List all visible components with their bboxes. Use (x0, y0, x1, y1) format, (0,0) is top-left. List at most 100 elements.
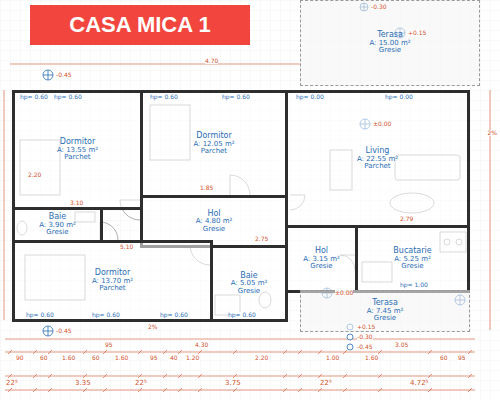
dimension-tick (178, 388, 182, 392)
dimension-tick (33, 350, 37, 354)
dimension-tick (8, 388, 12, 392)
room-area: A: 7.45 m² (367, 308, 404, 315)
dimension: 2.75 (255, 236, 268, 242)
room-area: A: 12.05 m² (193, 141, 234, 148)
dimension: 95 (150, 355, 158, 361)
dimension-tick (468, 374, 472, 378)
dimension-tick (318, 374, 322, 378)
dimension-tick (378, 350, 382, 354)
room-name: Dormitor (60, 138, 96, 146)
dimension-tick (283, 374, 287, 378)
dimension: 1.60 (365, 355, 378, 361)
room-area: A: 15.00 m² (369, 40, 410, 47)
room-area: A: 13.70 m² (92, 278, 133, 285)
sill-height: hp= 0.60 (54, 94, 82, 100)
room: DormitorA: 13.55 m²Parchet (12, 90, 143, 210)
room-name: Terasa (377, 31, 403, 39)
dimension-tick (163, 350, 167, 354)
dimension-tick (103, 350, 107, 354)
dimension: 95 (458, 355, 466, 361)
dimension: 4.72⁵ (410, 380, 428, 387)
dimension-tick (283, 350, 287, 354)
dimension-tick (198, 350, 202, 354)
dimension-tick (233, 374, 237, 378)
room: HolA: 3.15 m²Gresie (285, 225, 358, 293)
dimension: 1.60 (62, 355, 75, 361)
room: DormitorA: 12.05 m²Parchet (140, 90, 288, 198)
dimension-tick (48, 350, 52, 354)
dimension: 1.85 (200, 185, 213, 191)
dimension: 60 (40, 355, 48, 361)
dimension-tick (178, 350, 182, 354)
dimension: 2.20 (255, 355, 268, 361)
dimension-tick (283, 388, 287, 392)
room-area: A: 5.25 m² (394, 256, 431, 263)
dimension: 4.70 (205, 58, 218, 64)
sill-height: hp= 0.00 (296, 94, 324, 100)
room-area: A: 3.90 m² (39, 222, 76, 229)
dimension-tick (468, 388, 472, 392)
dimension-tick (198, 388, 202, 392)
level-mark: -0.30 (357, 334, 373, 340)
floor-finish: Parchet (201, 148, 227, 155)
room: BaieA: 5.05 m²Gresie (210, 245, 288, 322)
room-name: Baie (240, 272, 258, 280)
sill-height: hp= 0.60 (160, 312, 188, 318)
floor-finish: Gresie (238, 288, 260, 295)
dimension-tick (378, 374, 382, 378)
dimension-tick (298, 374, 302, 378)
dimension-tick (318, 350, 322, 354)
dimension: 3.10 (70, 200, 83, 206)
level-mark: -0.45 (357, 344, 373, 350)
dimension-tick (198, 374, 202, 378)
dimension-tick (343, 374, 347, 378)
dimension-tick (298, 350, 302, 354)
sill-height: hp= 0.60 (150, 94, 178, 100)
room-name: Hol (207, 210, 220, 218)
dimension: 2.20 (28, 172, 41, 178)
sill-height: hp= 1.00 (400, 282, 428, 288)
room-name: Baie (49, 213, 67, 221)
dimension-tick (428, 388, 432, 392)
room: LivingA: 22.55 m²Parchet (285, 90, 470, 228)
dimension-tick (428, 374, 432, 378)
dimension-tick (103, 374, 107, 378)
room-name: Dormitor (196, 132, 232, 140)
dimension-tick (83, 350, 87, 354)
dimension-tick (233, 350, 237, 354)
room-name: Living (366, 147, 390, 155)
dimension: 1.60 (115, 355, 128, 361)
dimension: 40 (170, 355, 178, 361)
dimension: 95 (105, 342, 113, 348)
dimension-tick (178, 374, 182, 378)
dimension-tick (468, 350, 472, 354)
floor-finish: Parchet (64, 154, 90, 161)
dimension: 3.35 (75, 380, 91, 387)
room-area: A: 3.15 m² (303, 256, 340, 263)
level-mark: +0.15 (408, 30, 426, 36)
room-name: Terasa (372, 299, 398, 307)
dimension-tick (343, 350, 347, 354)
dimension: 1.00 (326, 355, 339, 361)
dimension-tick (83, 374, 87, 378)
dimension-tick (48, 388, 52, 392)
dimension: 22⁵ (320, 380, 332, 387)
dimension: 1.20 (186, 355, 199, 361)
floor-finish: Parchet (364, 163, 390, 170)
dimension: 60 (440, 355, 448, 361)
dimension: 90 (16, 355, 24, 361)
title-banner: CASA MICA 1 (30, 5, 250, 45)
dimension: 60 (92, 355, 100, 361)
dimension-tick (48, 374, 52, 378)
dimension-tick (33, 374, 37, 378)
sill-height: hp= 0.00 (385, 94, 413, 100)
dimension: 4.30 (195, 342, 208, 348)
level-mark: ±0.00 (335, 290, 353, 296)
room-name: Bucatarie (393, 247, 431, 255)
floor-finish: Parchet (99, 285, 125, 292)
dimension-tick (233, 388, 237, 392)
dimension-tick (343, 388, 347, 392)
room-area: A: 13.55 m² (57, 147, 98, 154)
level-mark: -0.45 (56, 328, 72, 334)
